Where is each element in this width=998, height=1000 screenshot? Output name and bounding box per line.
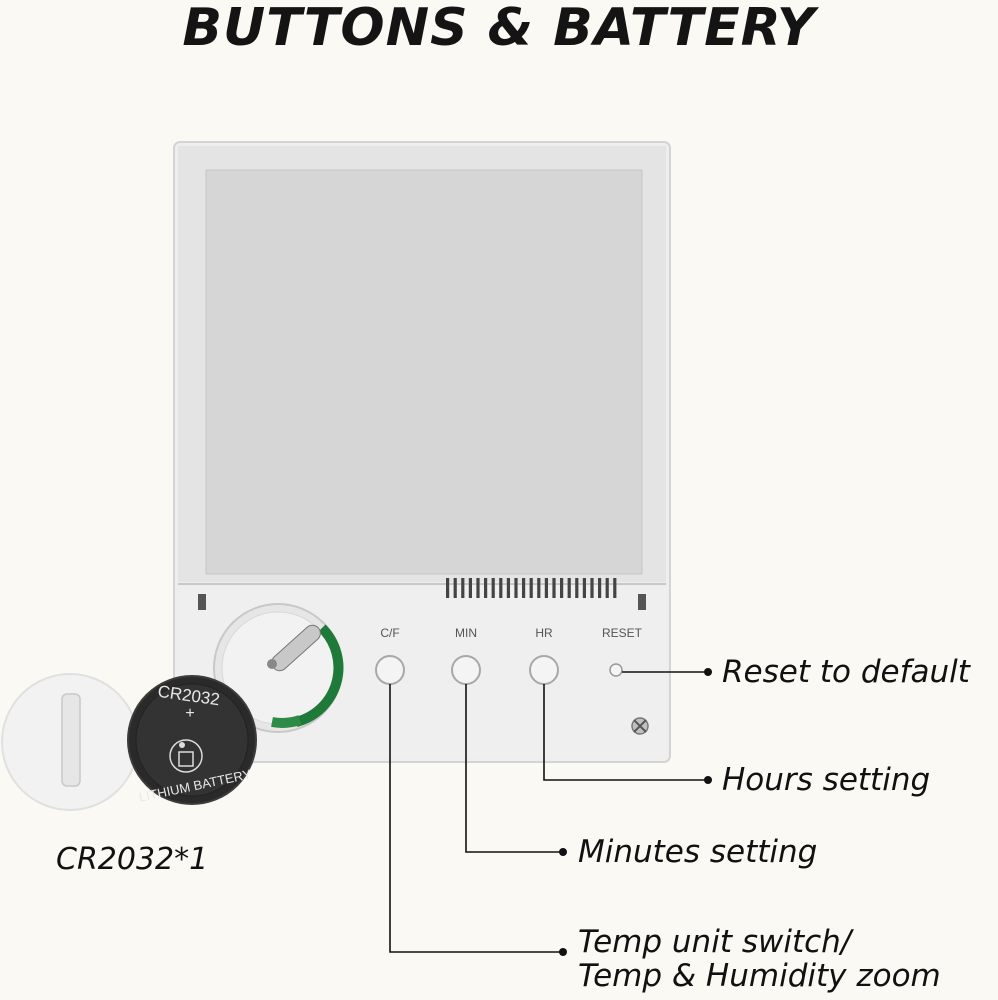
- vent-slot: [582, 578, 586, 598]
- vent-slot: [552, 578, 556, 598]
- vent-slot: [529, 578, 533, 598]
- vent-slot: [476, 578, 480, 598]
- recycle-icon: [169, 739, 203, 773]
- min-label: MIN: [455, 626, 477, 640]
- vent-slot: [605, 578, 609, 598]
- vent-slot: [499, 578, 503, 598]
- vent-slot: [575, 578, 579, 598]
- hr-button[interactable]: [529, 655, 559, 685]
- callout-dots: [559, 668, 712, 956]
- reset-label: RESET: [601, 626, 642, 640]
- vent-slot: [560, 578, 564, 598]
- hr-label: HR: [535, 626, 553, 640]
- vent-slot: [544, 578, 548, 598]
- vent-slot: [567, 578, 571, 598]
- screw-icon: [631, 717, 649, 735]
- battery-cover: [1, 673, 139, 811]
- vent-slot: [613, 578, 617, 598]
- vent-grille: [446, 578, 617, 598]
- page-title: BUTTONS & BATTERY: [182, 0, 816, 58]
- vent-slot: [461, 578, 465, 598]
- screen-inner: [205, 169, 643, 575]
- reset-button[interactable]: [609, 663, 623, 677]
- vent-slot: [522, 578, 526, 598]
- battery-plus-label: +: [185, 705, 194, 722]
- coin-battery: CR2032 + LITHIUM BATTERY: [127, 675, 257, 805]
- callout-temp-line1: Temp unit switch/: [578, 924, 852, 960]
- min-button[interactable]: [451, 655, 481, 685]
- callout-temp-line2: Temp & Humidity zoom: [578, 958, 941, 994]
- vent-slot: [506, 578, 510, 598]
- vent-slot: [590, 578, 594, 598]
- callout-lines: [389, 671, 706, 953]
- vent-slot: [537, 578, 541, 598]
- vent-slot: [446, 578, 450, 598]
- vent-slot: [598, 578, 602, 598]
- callout-hours: Hours setting: [722, 762, 931, 798]
- cf-label: C/F: [380, 626, 400, 640]
- vent-slot: [484, 578, 488, 598]
- vent-slot: [514, 578, 518, 598]
- callout-minutes: Minutes setting: [578, 834, 818, 870]
- battery-compartment: [213, 603, 344, 733]
- vent-slot: [453, 578, 457, 598]
- vent-slot: [491, 578, 495, 598]
- cf-button[interactable]: [375, 655, 405, 685]
- vent-slot: [468, 578, 472, 598]
- battery-caption: CR2032*1: [56, 842, 209, 877]
- callout-reset: Reset to default: [722, 654, 970, 690]
